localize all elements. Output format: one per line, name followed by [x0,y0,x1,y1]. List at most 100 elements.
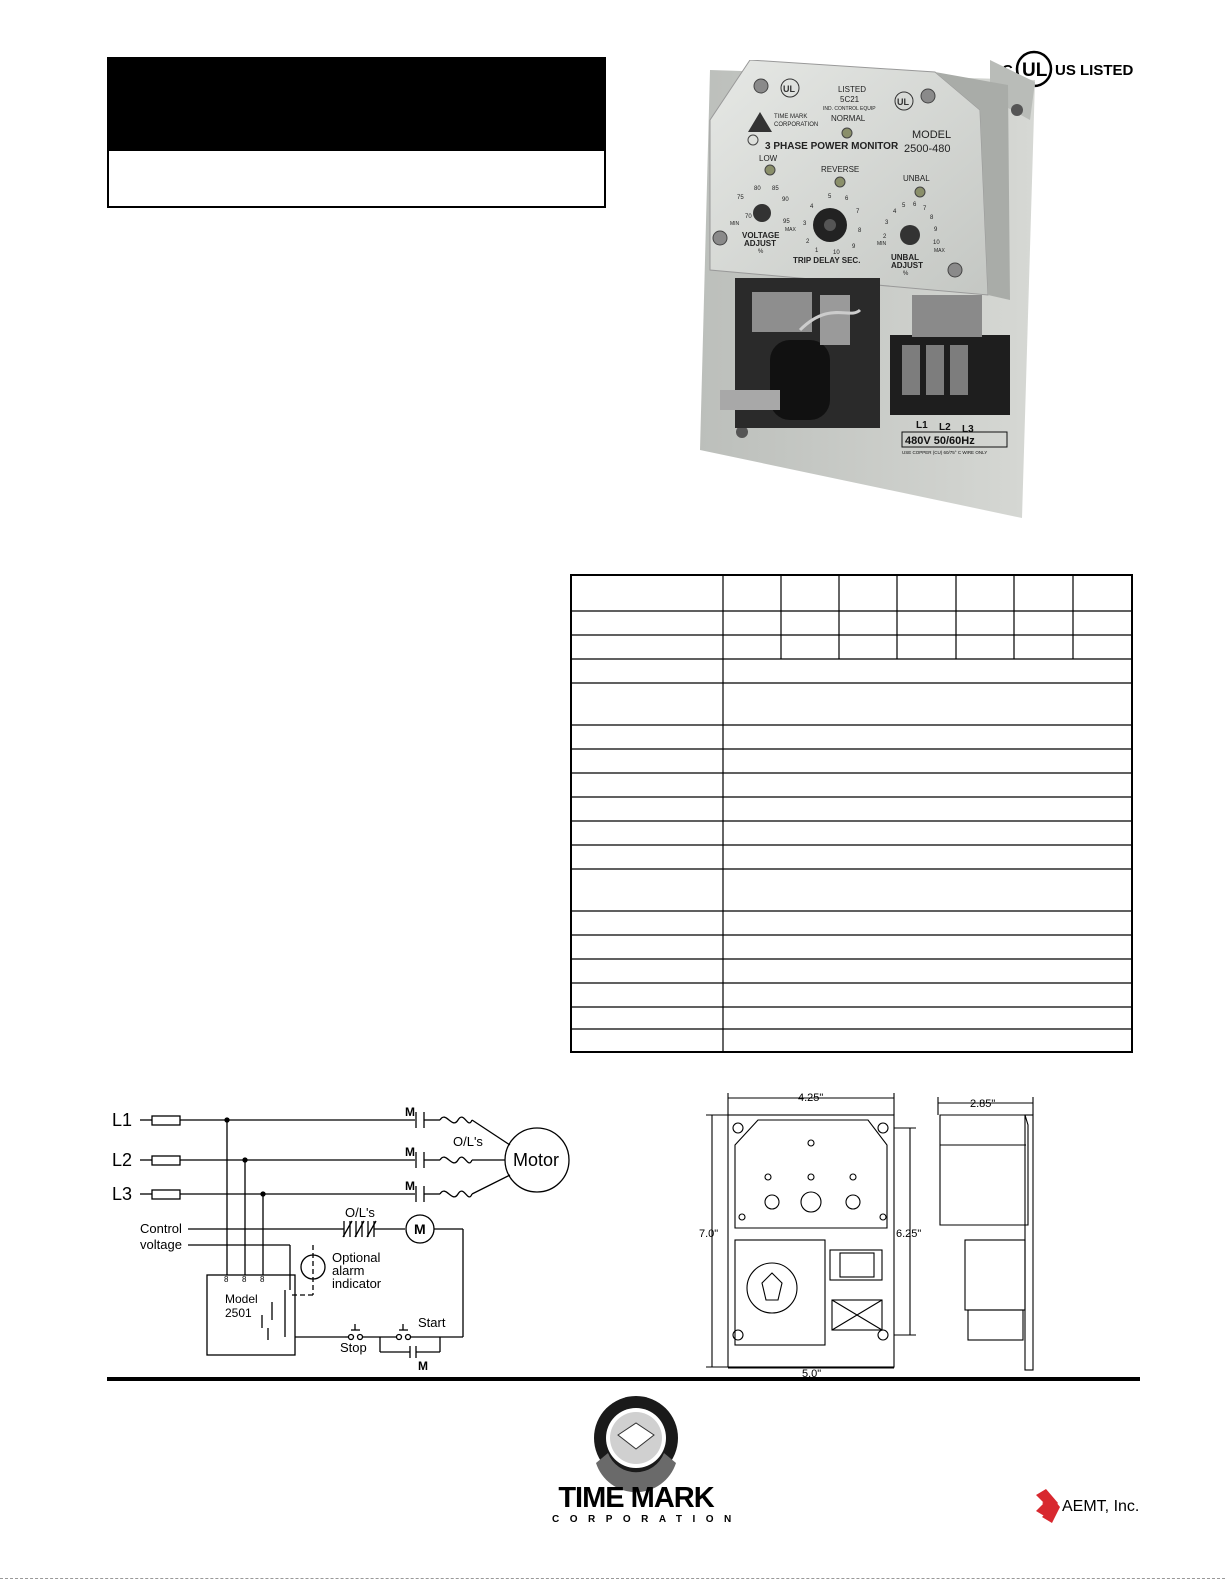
contact-label: M [405,1179,415,1193]
screw-icon [947,262,963,278]
dial-tick: 4 [810,204,814,210]
terminal-mark: 8 [242,1275,247,1284]
voltage-adjust-dial [753,204,771,222]
unit-device-name: 3 PHASE POWER MONITOR [765,141,899,152]
unit-ul-logo: UL [897,97,909,107]
fuse-icon [151,1189,181,1200]
overloads-label: O/L's [453,1134,483,1149]
dial-tick: 10 [933,240,940,246]
unit-wire-note: USE COPPER (CU) 60/75° C WIRE ONLY [902,450,987,455]
dial-tick: 95 [783,219,790,225]
overload-icon [439,1190,473,1198]
dial-tick: 3 [885,220,889,226]
terminal-label: L1 [916,420,928,431]
alarm-label: indicator [332,1276,382,1291]
motor-symbol [504,1127,570,1193]
aemt-chevron-icon [1036,1489,1060,1523]
unit-model-number: 2500-480 [904,143,951,155]
unit-unbal-label: UNBAL [903,174,930,183]
dial-label: ADJUST [891,261,923,270]
dial-label: UNBAL [891,253,919,262]
dial-label: ADJUST [744,239,776,248]
company-name: TIME MARK [558,1482,714,1514]
dial-label: VOLTAGE [742,231,780,240]
unit-ul-logo: UL [783,84,795,94]
unit-normal-label: NORMAL [831,114,866,123]
dial-tick: 6 [845,196,849,202]
dial-tick: 9 [852,244,856,250]
dial-tick: 70 [745,214,752,220]
product-photo: UL UL LISTED 5C21 IND. CONTROL EQUIP NOR… [700,60,1035,518]
stop-label: Stop [340,1340,367,1355]
control-voltage-label: voltage [140,1237,182,1252]
ul-us-listed: US LISTED [1055,62,1134,79]
unit-model-label: MODEL [912,129,951,141]
screw-icon [712,230,728,246]
aemt-logo [1036,1489,1060,1523]
dial-tick: 7 [923,206,927,212]
unit-company-line1: TIME MARK [774,114,807,120]
alarm-label: alarm [332,1263,365,1278]
terminal-mark: 8 [224,1275,229,1284]
line-label-l3: L3 [112,1184,132,1204]
dial-tick: 9 [934,227,938,233]
control-voltage-label: Control [140,1221,182,1236]
motor-label: Motor [513,1150,559,1170]
dial-max: MAX [785,227,797,233]
dial-tick: 75 [737,195,744,201]
dial-tick: 7 [856,209,860,215]
side-view-plate [1024,1114,1034,1371]
dim-mount-height: 6.25" [896,1228,921,1240]
company-sub: CORPORATION [552,1514,742,1525]
seal-contact-label: M [418,1359,428,1373]
dial-tick: 5 [902,203,906,209]
spec-table-grid [572,576,1131,1051]
fuse-icon [151,1155,181,1166]
coil-label: M [414,1221,426,1237]
alarm-indicator-symbol [300,1254,326,1280]
side-view-housing [939,1114,1029,1226]
dial-unit: % [758,249,764,255]
start-label: Start [418,1315,446,1330]
aemt-text: AEMT, Inc. [1062,1498,1140,1515]
unit-listed: LISTED [838,85,866,94]
wiring-diagram: L1 L2 L3 M M M O/L's Motor Control volta… [112,1105,570,1373]
dial-min: MIN [730,221,740,227]
dial-tick: 10 [833,250,840,256]
unit-voltage-rating: 480V 50/60Hz [905,435,975,447]
dial-label: TRIP DELAY SEC. [793,256,860,265]
module-model-label: Model [225,1292,258,1306]
unit-listing-code: 5C21 [840,95,860,104]
dial-tick: 80 [754,186,761,192]
dial-tick: 6 [913,202,917,208]
dim-side-depth: 2.85" [970,1098,995,1110]
contact-label: M [405,1105,415,1119]
ul-listed-mark: C UL ® US LISTED [1002,50,1134,90]
front-view-housing [734,1119,888,1229]
page-bottom-dash [0,1578,1225,1579]
dial-min: MIN [877,241,887,247]
dial-tick: 1 [815,248,819,254]
logo-diamond-icon [617,1422,655,1450]
dial-tick: 8 [858,228,862,234]
line-label-l2: L2 [112,1150,132,1170]
dial-tick: 3 [803,221,807,227]
front-view-plate [727,1114,895,1368]
footer-rule [107,1377,1140,1381]
overload-icon [439,1116,473,1124]
ul-logo-text: UL [1022,60,1048,81]
unit-company-line2: CORPORATION [774,122,818,128]
screw-icon [920,88,936,104]
dim-front-width: 4.25" [798,1092,823,1104]
spec-table [570,574,1133,1053]
dim-overall-height: 7.0" [699,1228,718,1240]
screw-icon [753,78,769,94]
dial-tick: 90 [782,197,789,203]
dial-max: MAX [934,248,946,254]
fuse-icon [151,1115,181,1126]
terminal-mark: 8 [260,1275,265,1284]
line-label-l1: L1 [112,1110,132,1130]
unbal-adjust-dial [900,225,920,245]
title-banner [109,59,604,151]
unit-listing-cat: IND. CONTROL EQUIP [823,106,876,112]
